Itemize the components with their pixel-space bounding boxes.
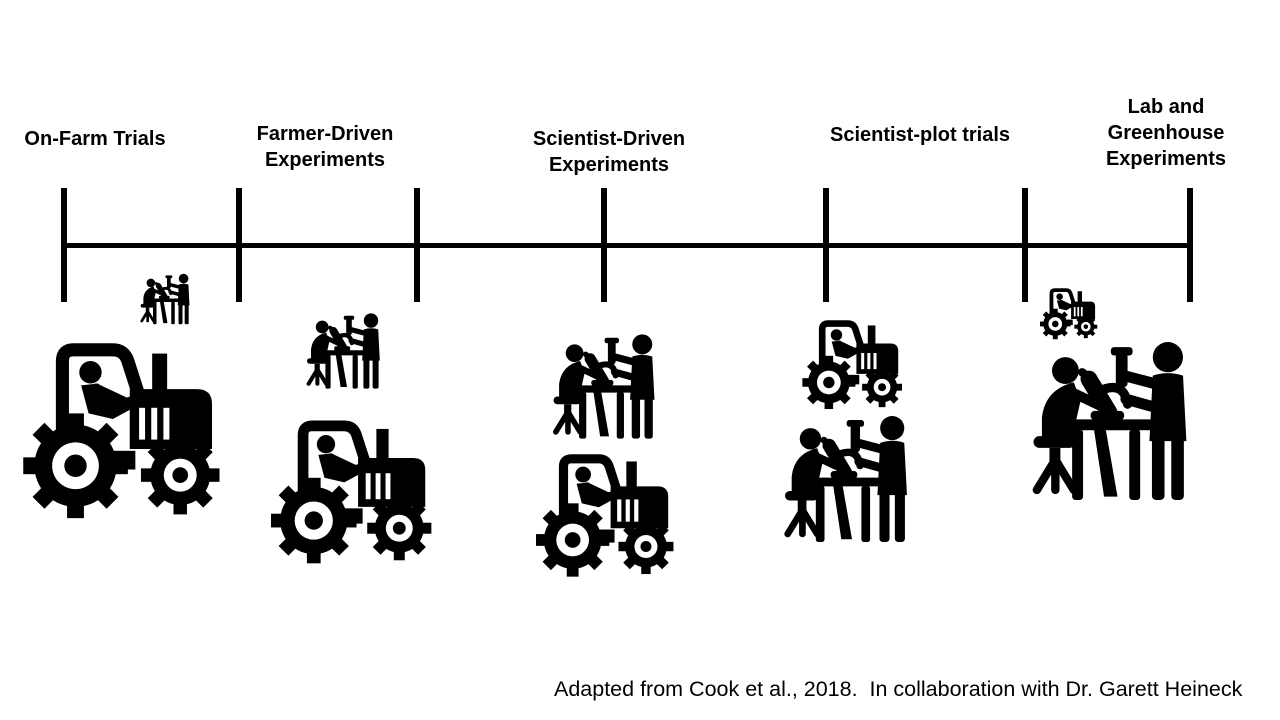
tick-mark-7 bbox=[1187, 188, 1193, 302]
stage-label-lab-greenhouse: Lab and Greenhouse Experiments bbox=[1105, 96, 1227, 170]
tractor-icon bbox=[23, 333, 229, 520]
stage-label-on-farm-trials: On-Farm Trials bbox=[24, 128, 166, 150]
tractor-icon bbox=[271, 412, 439, 565]
tractor-icon bbox=[802, 315, 907, 410]
tick-mark-2 bbox=[236, 188, 242, 302]
lab-scientists-icon bbox=[548, 331, 670, 442]
timeline-axis bbox=[61, 243, 1193, 248]
lab-scientists-icon bbox=[1025, 337, 1210, 505]
lab-scientists-icon bbox=[138, 272, 197, 326]
tractor-icon bbox=[536, 447, 680, 578]
tick-mark-1 bbox=[61, 188, 67, 302]
tick-mark-3 bbox=[414, 188, 420, 302]
tractor-icon bbox=[1040, 285, 1100, 340]
lab-scientists-icon bbox=[303, 311, 391, 391]
tick-mark-6 bbox=[1022, 188, 1028, 302]
stage-label-scientist-plot: Scientist-plot trials bbox=[829, 124, 1011, 146]
lab-scientists-icon bbox=[778, 412, 926, 546]
tick-mark-4 bbox=[601, 188, 607, 302]
attribution-caption: Adapted from Cook et al., 2018. In colla… bbox=[554, 677, 1243, 701]
stage-label-scientist-driven: Scientist-Driven Experiments bbox=[532, 128, 686, 176]
stage-label-farmer-driven: Farmer-Driven Experiments bbox=[256, 123, 394, 171]
tick-mark-5 bbox=[823, 188, 829, 302]
